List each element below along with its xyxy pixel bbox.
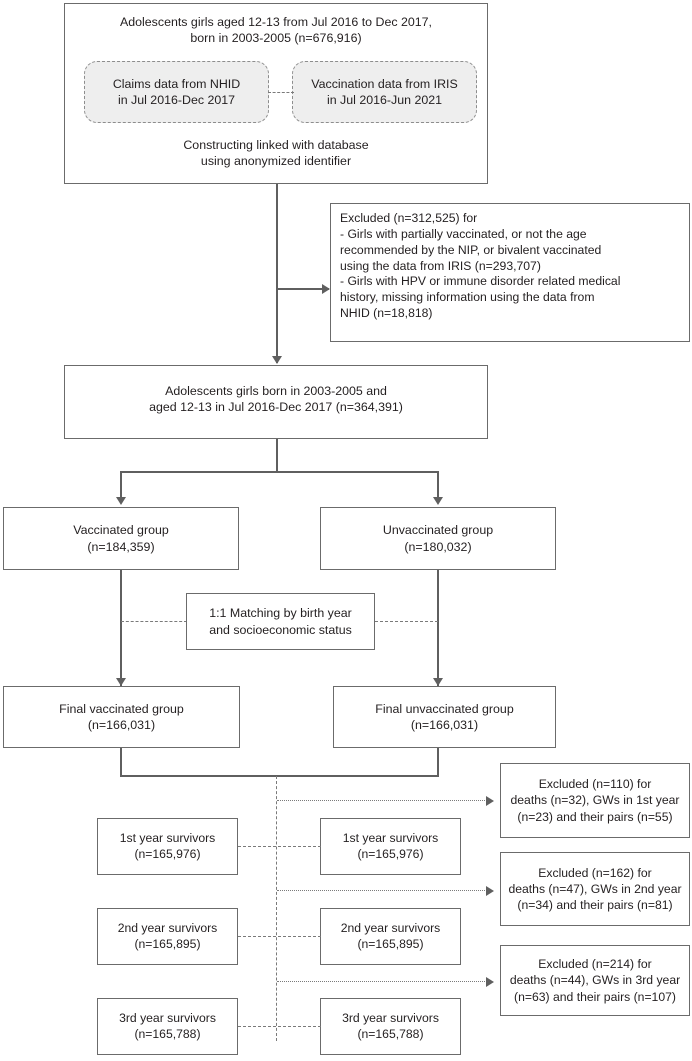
source-population-label: Adolescents girls aged 12-13 from Jul 20… (119, 15, 433, 46)
matching-box: 1:1 Matching by birth year and socioecon… (186, 593, 375, 650)
survivors-year1-right-box: 1st year survivors (n=165,976) (320, 818, 461, 875)
flow-arrow-main-1 (271, 356, 282, 364)
flow-arrow-to-excluded-main (322, 284, 330, 294)
flow-arrow-final-vaccinated (115, 678, 126, 686)
database-link-connector (268, 92, 294, 93)
excluded-connector-year1 (277, 800, 485, 801)
flow-line-vaccinated-down (120, 570, 122, 686)
survivors-year3-connector (238, 1026, 321, 1027)
excluded-arrow-year3 (486, 977, 494, 987)
flow-line-split-bar (120, 471, 438, 473)
flow-arrow-unvaccinated (432, 497, 443, 505)
flow-arrow-final-unvaccinated (432, 678, 443, 686)
survivors-year3-right-box: 3rd year survivors (n=165,788) (320, 998, 461, 1055)
excluded-main-box: Excluded (n=312,525) for - Girls with pa… (330, 203, 690, 342)
final-bracket-right (437, 748, 439, 776)
flow-line-to-excluded-main (277, 288, 329, 290)
survivor-spine-dashed (276, 776, 277, 1041)
final-unvaccinated-box: Final unvaccinated group (n=166,031) (333, 686, 556, 748)
eligible-population-box (64, 365, 488, 439)
survivors-year2-left-box: 2nd year survivors (n=165,895) (97, 908, 238, 965)
matching-connector-right (375, 621, 438, 622)
eligible-population-label: Adolescents girls born in 2003-2005 and … (149, 384, 403, 415)
vaccinated-group-box: Vaccinated group (n=184,359) (3, 507, 239, 570)
survivors-year2-connector (238, 936, 321, 937)
vaccination-database-box: Vaccination data from IRIS in Jul 2016-J… (292, 61, 477, 123)
flow-line-main-1 (276, 184, 278, 363)
flow-arrow-vaccinated (115, 497, 126, 505)
final-bracket-bar (120, 775, 439, 777)
excluded-arrow-year1 (486, 796, 494, 806)
final-bracket-left (120, 748, 122, 776)
flow-line-split-right (437, 471, 439, 499)
matching-connector-left (121, 621, 187, 622)
survivors-year3-left-box: 3rd year survivors (n=165,788) (97, 998, 238, 1055)
excluded-arrow-year2 (486, 886, 494, 896)
flow-line-split-stem (276, 439, 278, 472)
excluded-year3-box: Excluded (n=214) for deaths (n=44), GWs … (500, 945, 690, 1016)
excluded-year2-box: Excluded (n=162) for deaths (n=47), GWs … (500, 852, 690, 926)
linkage-note-label: Constructing linked with database using … (183, 138, 369, 169)
flow-line-unvaccinated-down (437, 570, 439, 686)
unvaccinated-group-box: Unvaccinated group (n=180,032) (320, 507, 556, 570)
survivors-year1-left-box: 1st year survivors (n=165,976) (97, 818, 238, 875)
excluded-connector-year3 (277, 981, 485, 982)
excluded-year1-box: Excluded (n=110) for deaths (n=32), GWs … (500, 763, 690, 838)
survivors-year2-right-box: 2nd year survivors (n=165,895) (320, 908, 461, 965)
flow-line-split-left (120, 471, 122, 499)
final-vaccinated-box: Final vaccinated group (n=166,031) (3, 686, 240, 748)
survivors-year1-connector (238, 846, 321, 847)
excluded-connector-year2 (277, 890, 485, 891)
claims-database-box: Claims data from NHID in Jul 2016-Dec 20… (84, 61, 269, 123)
